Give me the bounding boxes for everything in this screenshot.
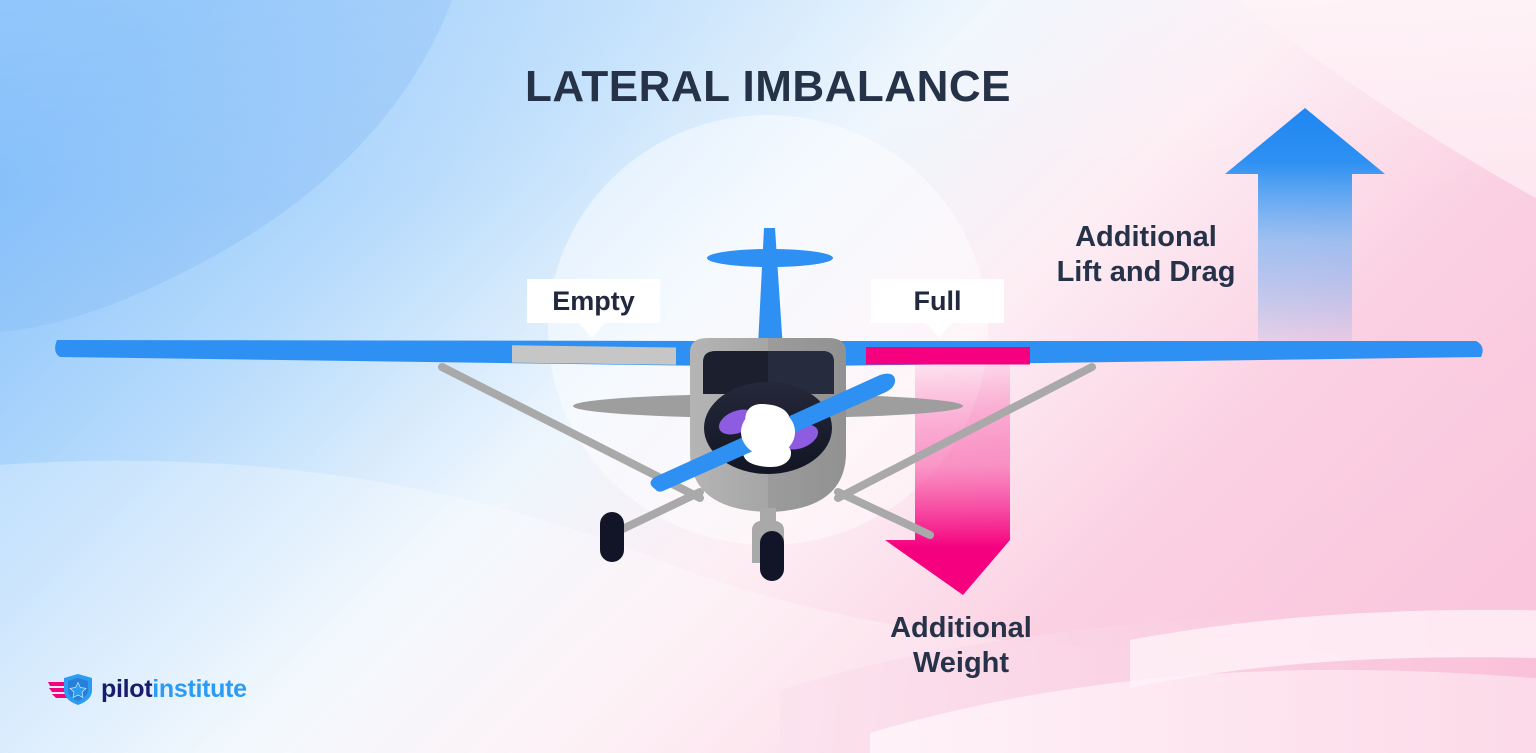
callout-full-label: Full (913, 286, 962, 316)
annotation-weight-line-2: Weight (912, 647, 1010, 679)
logo-text-institute: institute (152, 674, 247, 703)
callout-empty-label: Empty (552, 286, 635, 316)
callout-tail (926, 323, 952, 338)
up-arrow-icon (1225, 108, 1385, 352)
annotation-lift-line-1: Additional (1075, 221, 1217, 253)
annotation-additional-weight: Additional Weight (828, 611, 1094, 681)
wheel-icon (918, 512, 942, 562)
annotation-lift-line-2: Lift and Drag (1056, 256, 1236, 288)
landing-gear (600, 512, 942, 581)
logo-text-pilot: pilot (101, 674, 153, 703)
down-arrow-icon (885, 358, 1010, 595)
wheel-icon (600, 512, 624, 562)
annotation-lift-and-drag: Additional Lift and Drag (1011, 220, 1281, 290)
callout-full-tank: Full (871, 279, 1004, 338)
logo-wordmark: pilotinstitute (101, 675, 247, 704)
callout-empty-tank: Empty (527, 279, 660, 338)
pilot-institute-logo[interactable]: pilotinstitute (48, 672, 247, 706)
page-title: LATERAL IMBALANCE (525, 62, 1011, 111)
callout-tail (579, 323, 605, 338)
annotation-weight-line-1: Additional (890, 612, 1032, 644)
vertical-stabilizer (707, 228, 833, 365)
shield-star-wing-icon (48, 674, 92, 705)
main-wing (55, 340, 1483, 366)
propeller-icon (650, 373, 896, 492)
wheel-icon (760, 531, 784, 581)
